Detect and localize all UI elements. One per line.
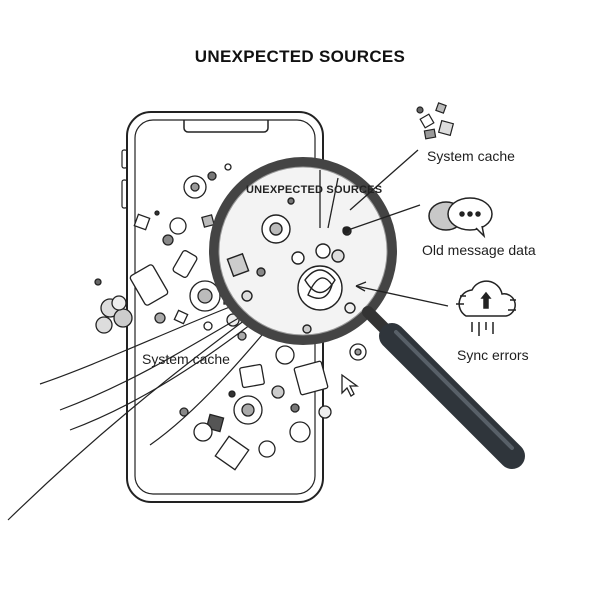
diagram-title: UNEXPECTED SOURCES	[194, 47, 406, 66]
callout-sync-errors	[355, 285, 449, 307]
callout-old-message-data	[347, 204, 421, 231]
cursor-icon	[341, 373, 359, 397]
debris-tablet	[129, 264, 169, 306]
debris-device	[172, 250, 198, 278]
debris-card	[239, 363, 265, 389]
callout-system-cache	[349, 149, 419, 211]
callout-lines	[319, 149, 449, 307]
cloud-sync-icon	[456, 280, 516, 336]
chat-icon	[428, 197, 493, 239]
label-old-message-data: Old message data	[422, 242, 536, 258]
debris-diamond	[214, 435, 250, 471]
label-system-cache: System cache	[427, 148, 515, 164]
lens-heading: UNEXPECTED SOURCES	[246, 184, 383, 196]
debris-square	[293, 360, 329, 396]
label-system-cache-phone: System cache	[142, 351, 230, 367]
tangled-data-icon	[297, 265, 343, 311]
label-sync-errors: Sync errors	[457, 347, 529, 363]
floating-fragments	[416, 102, 455, 140]
